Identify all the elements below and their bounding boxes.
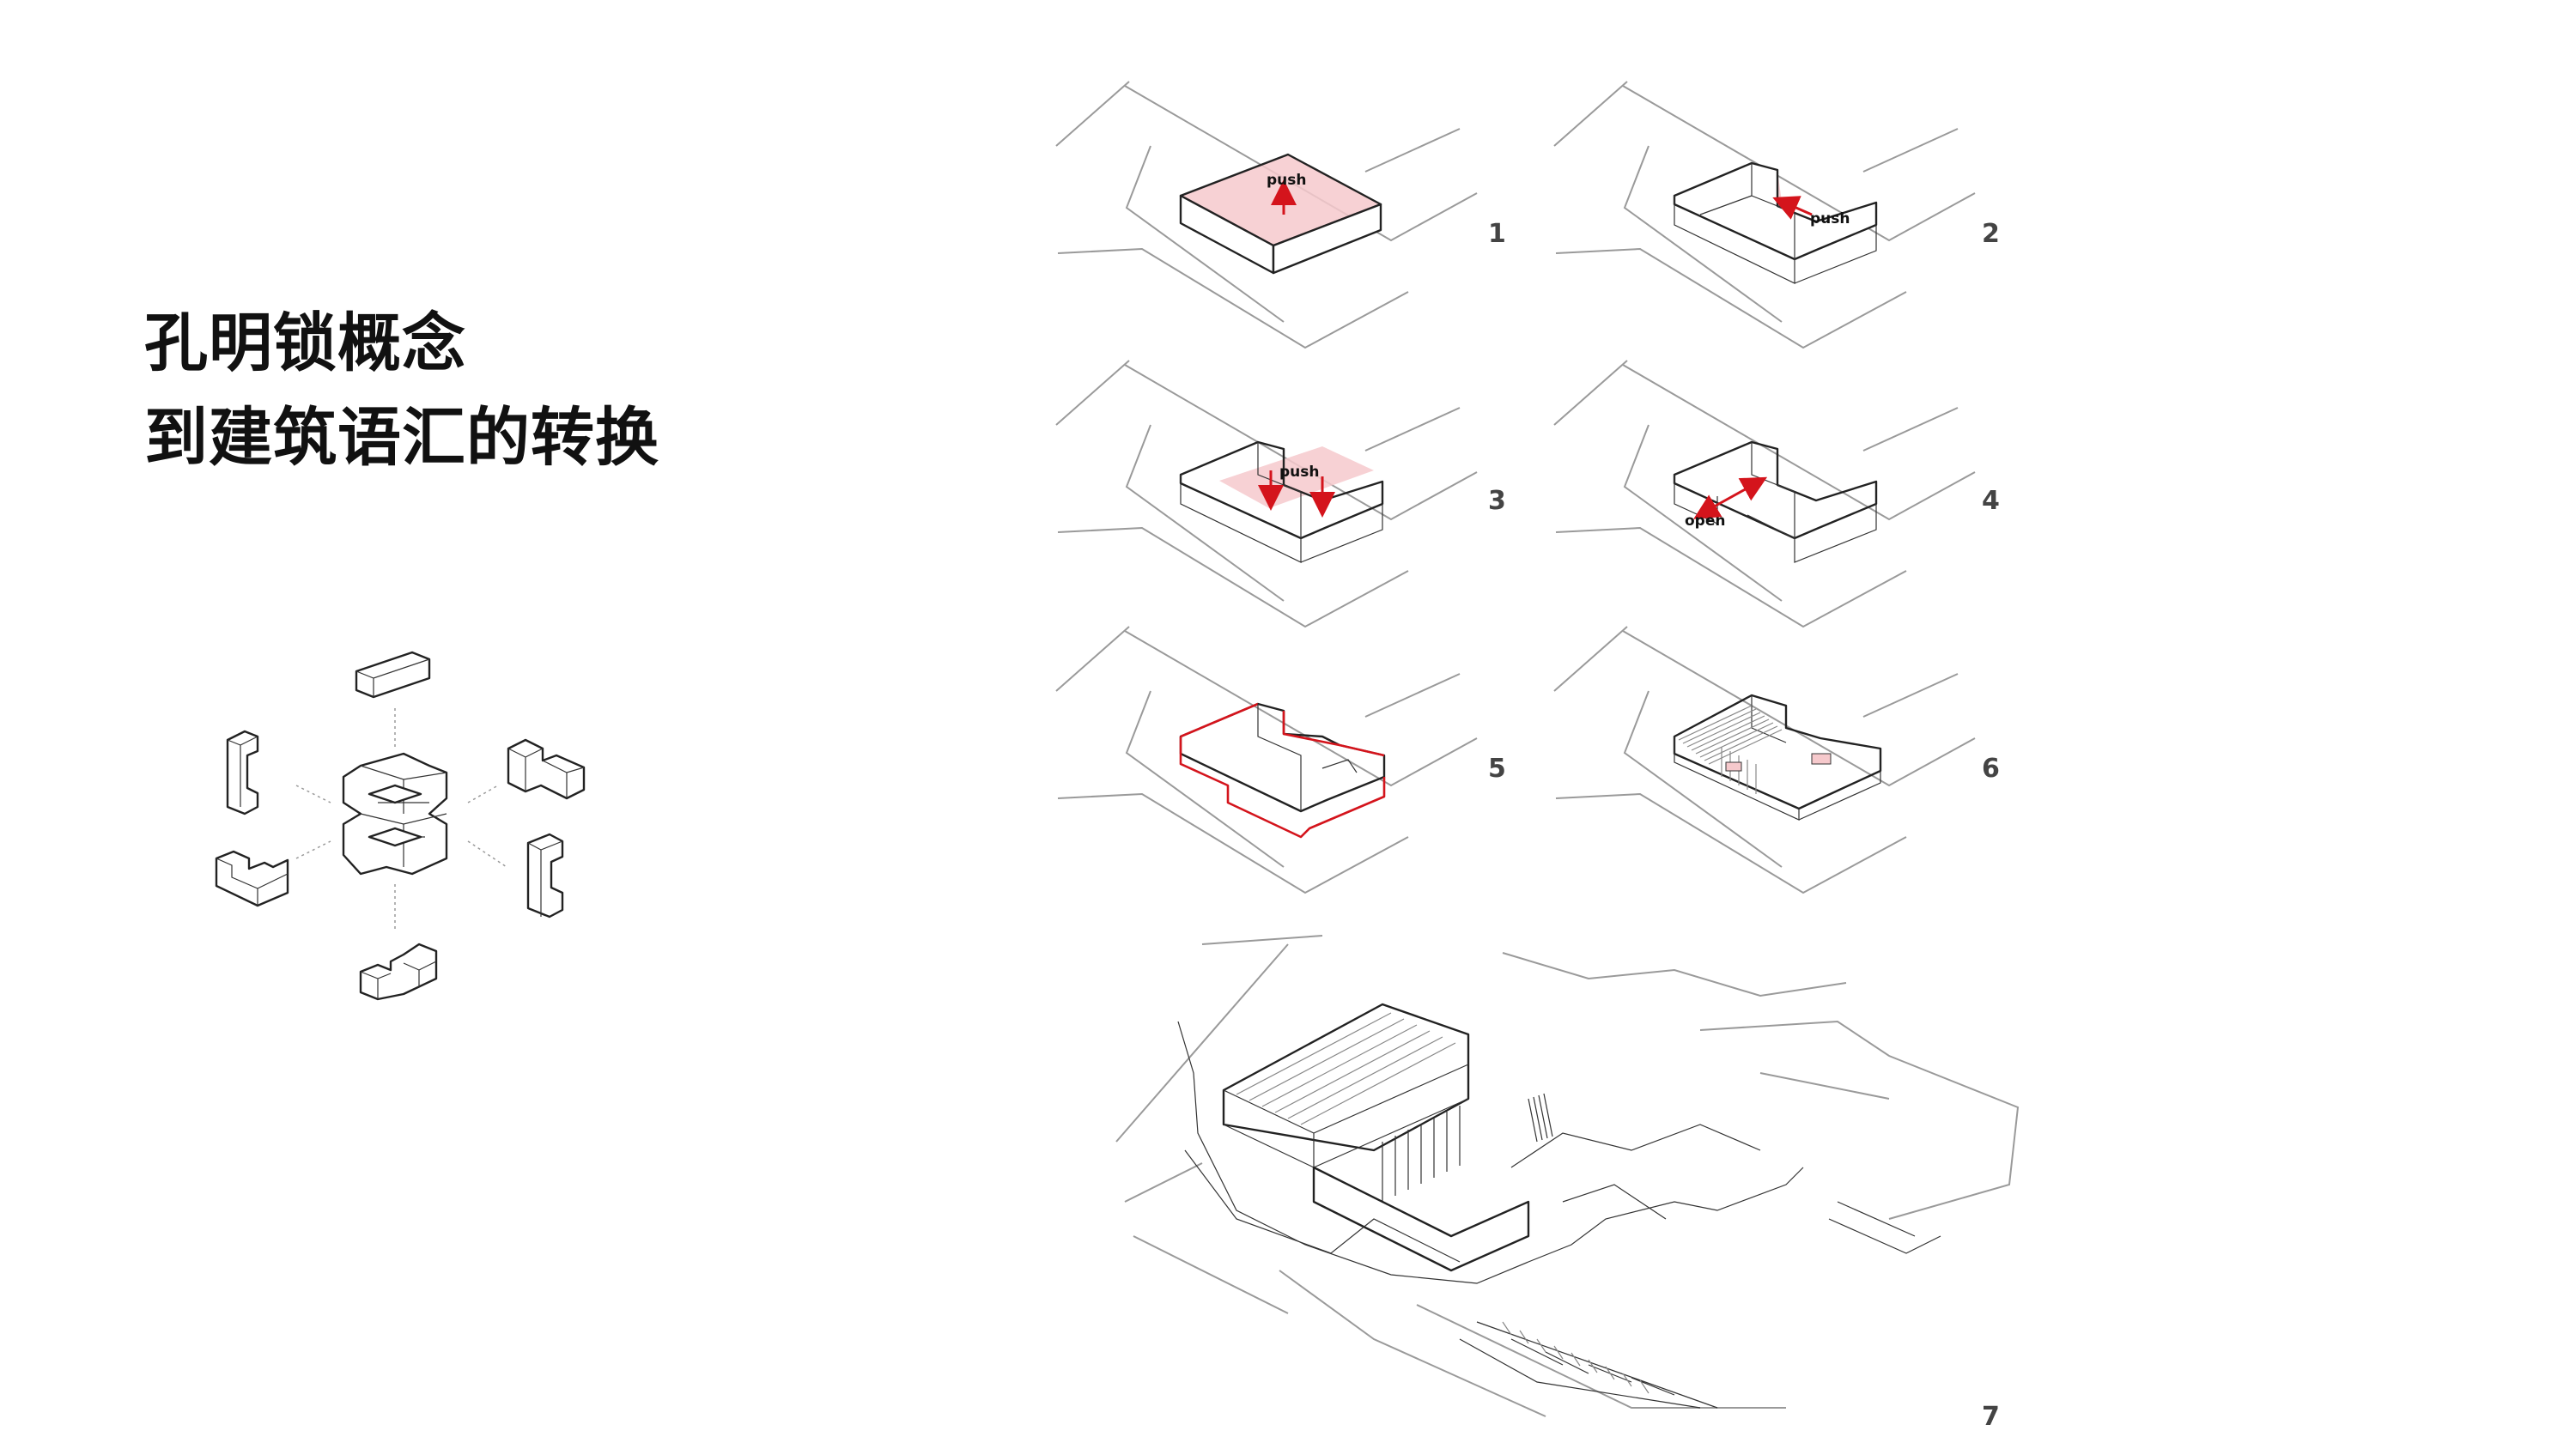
piece-bottom <box>359 943 438 1001</box>
step-5-number: 5 <box>1488 754 1506 784</box>
step-4-label: open <box>1685 512 1725 530</box>
step-panel-2: push 2 <box>1553 81 2000 349</box>
title-line-1: 孔明锁概念 <box>144 306 466 380</box>
step-3-label: push <box>1279 464 1320 481</box>
step-panel-5: 5 <box>1055 626 1506 894</box>
step-panel-4: open 4 <box>1553 360 2000 628</box>
step-1-number: 1 <box>1488 219 1506 249</box>
piece-right-upper <box>507 738 586 800</box>
step-2-label: push <box>1810 210 1850 227</box>
step-2-number: 2 <box>1982 219 2000 249</box>
luban-lock-diagram <box>215 651 586 1001</box>
piece-top <box>355 651 431 699</box>
title-line-2: 到建筑语汇的转换 <box>144 401 659 475</box>
piece-left-lower <box>215 850 289 907</box>
step-1-label: push <box>1267 172 1307 189</box>
step-6-number: 6 <box>1982 754 2000 784</box>
step-panel-7: 7 <box>1115 935 2020 1432</box>
step-7-number: 7 <box>1982 1402 2000 1432</box>
piece-left-upper <box>226 730 259 815</box>
step-3-number: 3 <box>1488 486 1506 516</box>
step-panel-3: push 3 <box>1055 360 1506 628</box>
step-4-number: 4 <box>1982 486 2000 516</box>
lock-assembly <box>342 752 448 876</box>
step-panel-1: push 1 <box>1055 81 1506 349</box>
step-panel-6: 6 <box>1553 626 2000 894</box>
piece-right-lower <box>526 833 564 919</box>
